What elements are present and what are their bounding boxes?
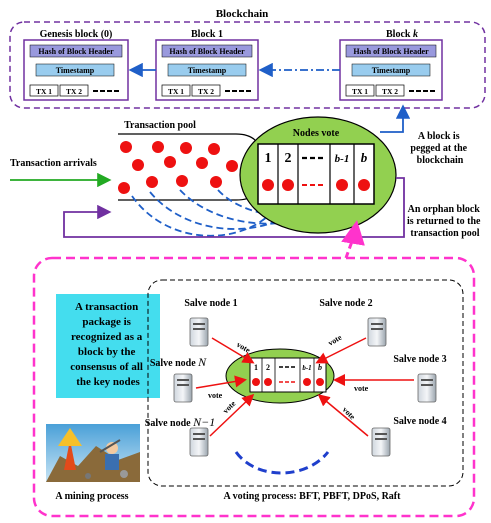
blockchain-title: Blockchain: [216, 8, 269, 20]
genesis-hash: Hash of Block Header: [38, 47, 114, 56]
pool-transactions: [118, 141, 238, 194]
blockchain-frame: [9, 21, 486, 109]
node-n-1-label: Salve node N−1: [145, 415, 215, 429]
consensus-to-vote-arrow: [341, 220, 365, 259]
vote-slot-1: 1: [265, 151, 272, 166]
voting-slot-transactions: [252, 378, 324, 386]
pool-title: Transaction pool: [124, 120, 196, 131]
vote-slot-b: b: [361, 150, 368, 165]
vote-label-3: vote: [354, 384, 369, 393]
orphan-label: An orphan block is returned to the trans…: [407, 204, 483, 239]
block-k-timestamp: Timestamp: [372, 66, 411, 75]
genesis-timestamp: Timestamp: [56, 66, 95, 75]
block-k-hash: Hash of Block Header: [353, 47, 429, 56]
pegged-label: A block is pegged at the blockchain: [410, 131, 469, 166]
mining-caption: A mining process: [55, 491, 128, 502]
block-1-title: Block 1: [191, 29, 223, 40]
vote-label-n: vote: [208, 391, 223, 400]
node-1-label: Salve node 1: [184, 298, 237, 309]
server-node-4: [371, 427, 391, 457]
pegged-arrow: [380, 104, 411, 133]
vote-arrows: [195, 337, 414, 437]
vote-slots-frame: [257, 143, 375, 205]
node-4-label: Salve node 4: [393, 416, 446, 427]
block-k-title: Block k: [386, 29, 418, 40]
server-node-n-1: [189, 427, 209, 457]
voting-slot-b-1: b-1: [302, 364, 311, 372]
block-1-tx1: TX 1: [168, 87, 184, 96]
vote-slot-b-1: b-1: [335, 153, 350, 165]
server-node-1: [189, 317, 209, 347]
consensus-text: A transaction package is recognized as a…: [70, 301, 146, 388]
block-k-tx1: TX 1: [352, 87, 368, 96]
voting-caption: A voting process: BFT, PBFT, DPoS, Raft: [224, 491, 402, 502]
node-2-label: Salve node 2: [319, 298, 372, 309]
mining-illustration: [46, 424, 140, 482]
consensus-text-box: [56, 294, 160, 398]
voting-loop-arc: [234, 451, 330, 475]
voting-slot-2: 2: [266, 363, 270, 372]
voting-slot-b: b: [318, 363, 322, 372]
server-node-3: [417, 373, 437, 403]
server-node-n: [173, 373, 193, 403]
vote-label-2: vote: [327, 333, 344, 348]
server-node-2: [367, 317, 387, 347]
block-1-tx2: TX 2: [198, 87, 214, 96]
block-1-timestamp: Timestamp: [188, 66, 227, 75]
node-3-label: Salve node 3: [393, 354, 446, 365]
vote-slot-2: 2: [285, 151, 292, 166]
vote-slot-transactions: [262, 179, 370, 191]
node-n-label: Salve node N: [150, 355, 207, 369]
block-1-hash: Hash of Block Header: [169, 47, 245, 56]
consensus-panel: [32, 256, 476, 518]
orphan-arrow: [63, 177, 405, 238]
transaction-arrivals-label: Transaction arrivals: [10, 158, 97, 169]
genesis-tx2: TX 2: [66, 87, 82, 96]
voting-process-frame: [147, 279, 464, 487]
genesis-block-title: Genesis block (0): [40, 29, 113, 40]
nodes-vote-title: Nodes vote: [293, 128, 340, 139]
vote-label-4: vote: [341, 405, 358, 422]
block-k-tx2: TX 2: [382, 87, 398, 96]
genesis-tx1: TX 1: [36, 87, 52, 96]
voting-slot-1: 1: [254, 363, 258, 372]
